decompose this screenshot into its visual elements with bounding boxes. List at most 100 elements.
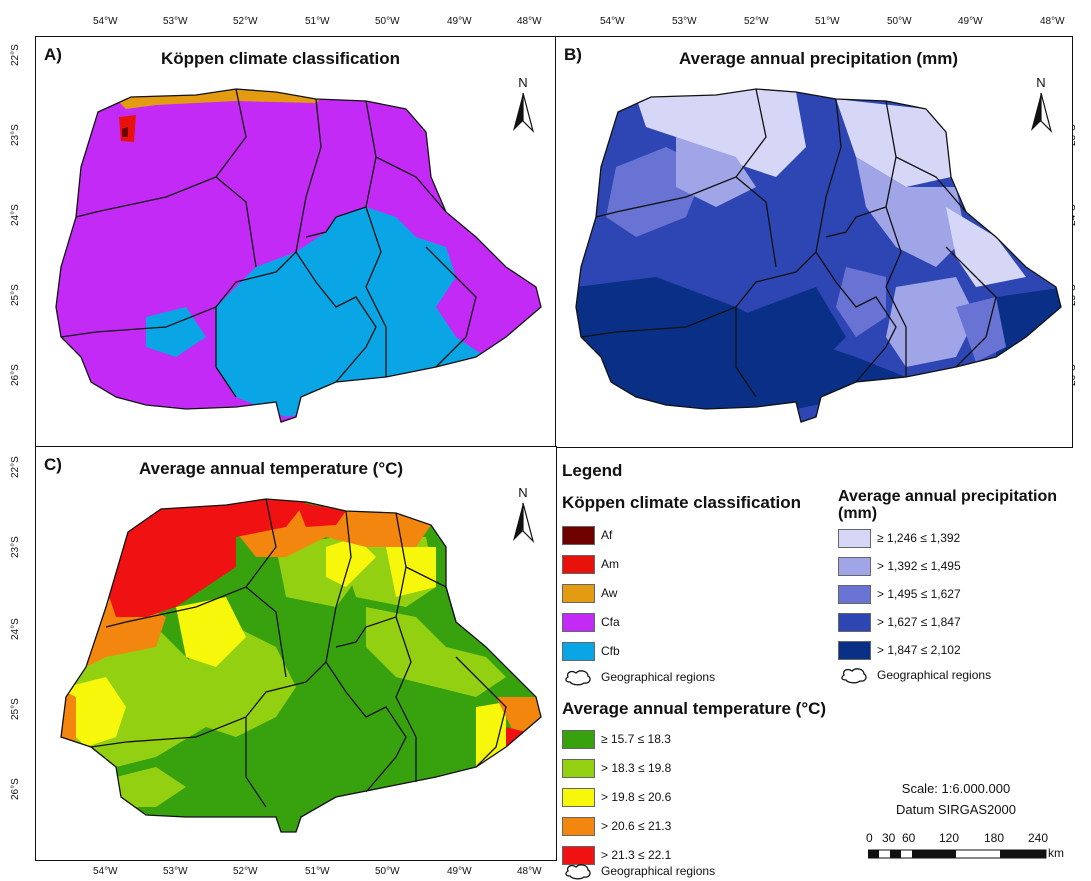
north-letter: N [518, 75, 528, 90]
legend-item-temp-5: > 21.3 ≤ 22.1 [562, 845, 671, 865]
scale-tick: 30 [882, 831, 896, 845]
lat-tick: 25°S [10, 284, 21, 306]
legend-item-regions: Geographical regions [562, 667, 715, 687]
legend-label: Geographical regions [601, 864, 716, 878]
legend-swatch [838, 584, 871, 604]
datum-text: Datum SIRGAS2000 [896, 802, 1016, 817]
legend-item-regions: Geographical regions [838, 665, 991, 685]
lon-tick: 51°W [305, 866, 330, 877]
scale-tick: 240 [1028, 831, 1049, 845]
lon-tick: 51°W [305, 16, 330, 27]
legend-label: > 1,847 ≤ 2,102 [877, 643, 961, 657]
legend-swatch [562, 612, 595, 632]
legend-label: Geographical regions [601, 670, 716, 684]
region-outline-icon [565, 669, 591, 685]
lat-tick: 22°S [10, 456, 21, 478]
legend-label: Aw [601, 586, 618, 600]
lat-tick: 26°S [10, 364, 21, 386]
legend-label: ≥ 1,246 ≤ 1,392 [877, 531, 961, 545]
north-arrow-icon: N [1024, 75, 1058, 135]
legend-label: Af [601, 528, 613, 542]
legend-label: > 20.6 ≤ 21.3 [601, 819, 672, 833]
legend-koppen-heading: Köppen climate classification [562, 493, 802, 512]
lon-tick: 52°W [744, 16, 769, 27]
legend-item-temp-1: ≥ 15.7 ≤ 18.3 [562, 729, 671, 749]
lon-tick: 50°W [887, 16, 912, 27]
scale-tick: 0 [866, 831, 873, 845]
legend-label: Geographical regions [877, 668, 992, 682]
lon-tick: 53°W [163, 866, 188, 877]
lat-tick: 22°S [10, 44, 21, 66]
lon-tick: 48°W [517, 16, 542, 27]
legend-item-temp-3: > 19.8 ≤ 20.6 [562, 787, 671, 807]
panel-koppen-map: A) Köppen climate classification N [35, 36, 557, 448]
lon-tick: 50°W [375, 16, 400, 27]
legend-label: > 19.8 ≤ 20.6 [601, 790, 672, 804]
scale-tick: 180 [984, 831, 1005, 845]
lon-tick: 54°W [93, 866, 118, 877]
legend-item-temp-4: > 20.6 ≤ 21.3 [562, 816, 671, 836]
legend-item-precip-2: > 1,392 ≤ 1,495 [838, 556, 961, 576]
legend-label: ≥ 15.7 ≤ 18.3 [601, 732, 671, 746]
legend-label: > 21.3 ≤ 22.1 [601, 848, 672, 862]
legend-item-precip-5: > 1,847 ≤ 2,102 [838, 640, 961, 660]
north-letter: N [518, 485, 528, 500]
lon-tick: 48°W [1040, 16, 1065, 27]
lat-tick: 24°S [10, 618, 21, 640]
lon-tick: 53°W [672, 16, 697, 27]
legend-item-cfa: Cfa [562, 612, 620, 632]
lon-tick: 49°W [447, 866, 472, 877]
legend-swatch [562, 641, 595, 661]
legend-swatch [562, 583, 595, 603]
lon-tick: 54°W [93, 16, 118, 27]
legend-precipitation-heading: Average annual precipitation (mm) [838, 488, 1058, 522]
lon-tick: 51°W [815, 16, 840, 27]
legend-swatch [562, 729, 595, 749]
legend-swatch [838, 640, 871, 660]
scale-tick: 120 [939, 831, 960, 845]
legend-label: > 1,392 ≤ 1,495 [877, 559, 961, 573]
legend-item-temp-2: > 18.3 ≤ 19.8 [562, 758, 671, 778]
lat-tick: 26°S [10, 778, 21, 800]
legend-label: Cfb [601, 644, 620, 658]
legend-label: > 1,627 ≤ 1,847 [877, 615, 961, 629]
legend-label: > 1,495 ≤ 1,627 [877, 587, 961, 601]
legend-swatch [562, 845, 595, 865]
panel-b-label: B) [564, 45, 582, 64]
lon-tick: 53°W [163, 16, 188, 27]
lat-tick: 23°S [10, 124, 21, 146]
north-arrow-icon: N [506, 75, 540, 135]
panel-a-title: Köppen climate classification [161, 49, 401, 68]
lat-tick: 25°S [10, 698, 21, 720]
scale-text: Scale: 1:6.000.000 [901, 781, 1011, 796]
precipitation-map-shape [575, 88, 1062, 423]
legend-item-precip-3: > 1,495 ≤ 1,627 [838, 584, 961, 604]
scale-unit: km [1048, 846, 1064, 860]
panel-a-label: A) [44, 45, 62, 64]
panel-c-title: Average annual temperature (°C) [139, 459, 404, 478]
lon-tick: 54°W [600, 16, 625, 27]
lon-tick: 50°W [375, 866, 400, 877]
legend-label: Cfa [601, 615, 620, 629]
legend-swatch [562, 525, 595, 545]
region-outline-icon [565, 863, 591, 879]
legend-swatch [562, 787, 595, 807]
lat-tick: 24°S [10, 204, 21, 226]
legend-temperature-heading: Average annual temperature (°C) [562, 699, 827, 718]
koppen-map-shape [55, 88, 542, 423]
temperature-map-shape [60, 498, 542, 833]
panel-b-title: Average annual precipitation (mm) [679, 49, 958, 68]
panel-temperature-map: C) Average annual temperature (°C) N [35, 446, 557, 861]
legend-item-regions: Geographical regions [562, 861, 715, 881]
lon-tick: 52°W [233, 866, 258, 877]
legend-item-precip-1: ≥ 1,246 ≤ 1,392 [838, 528, 960, 548]
scale-bar: 0 30 60 120 180 240 km [866, 831, 1066, 867]
legend-label: Am [601, 557, 619, 571]
lon-tick: 49°W [447, 16, 472, 27]
legend-swatch [562, 554, 595, 574]
panel-precipitation-map: B) Average annual precipitation (mm) N [555, 36, 1073, 448]
legend-title: Legend [562, 461, 623, 480]
lon-tick: 48°W [517, 866, 542, 877]
scale-tick: 60 [902, 831, 916, 845]
legend-swatch [838, 612, 871, 632]
